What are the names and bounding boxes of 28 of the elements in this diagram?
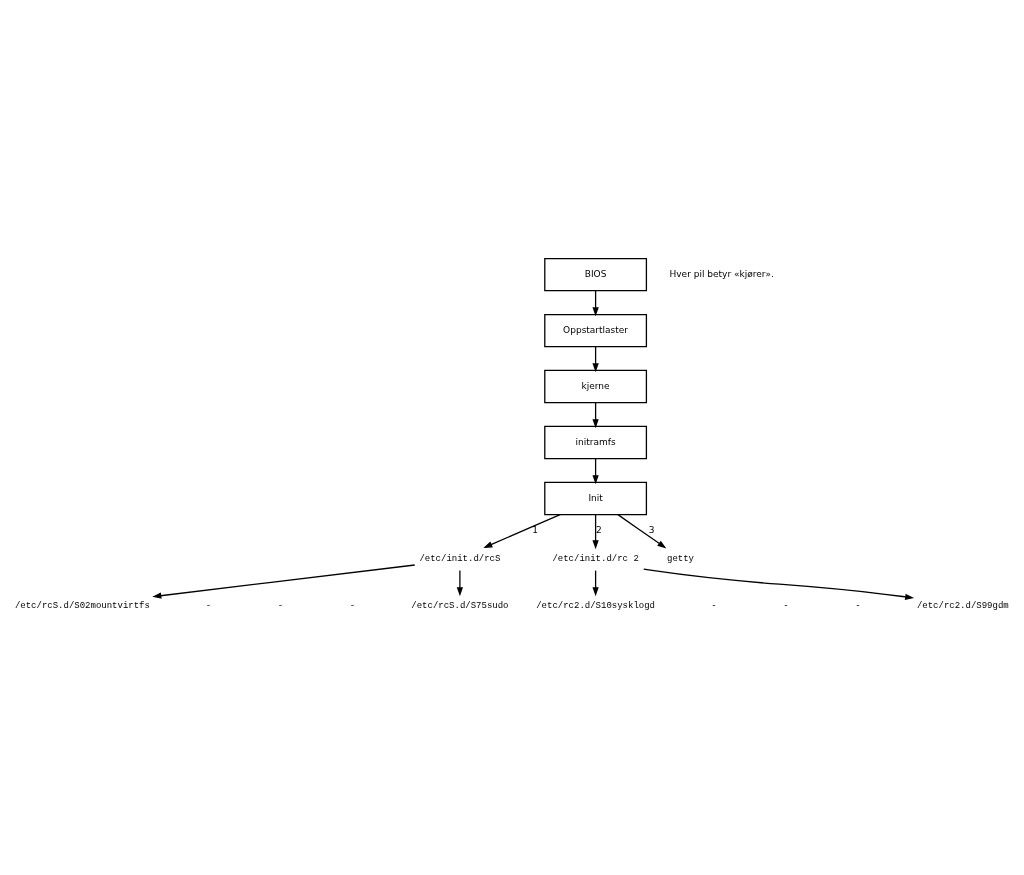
edge-label: 2: [595, 524, 602, 535]
node-box: BIOS: [544, 257, 648, 291]
node-text: /etc/init.d/rc 2: [552, 553, 639, 564]
node-text: getty: [666, 553, 694, 564]
label: -: [277, 600, 284, 611]
label: Hver pil betyr «kjører».: [669, 268, 774, 279]
arrow: [152, 563, 416, 599]
arrow: [456, 569, 464, 596]
node-text: /etc/rcS.d/S02mountvirtfs: [14, 600, 150, 611]
label: -: [783, 600, 789, 611]
arrow: [592, 513, 599, 549]
node-text: /etc/rcS.d/S75sudo: [411, 600, 509, 611]
node-text: /etc/rc2.d/S99gdm: [916, 600, 1009, 611]
label: -: [711, 600, 717, 611]
node-text: /etc/rc2.d/S10sysklogd: [536, 600, 656, 611]
label: -: [205, 600, 212, 611]
node-box: initramfs: [544, 425, 648, 459]
node-box: Init: [544, 481, 648, 515]
arrow: [643, 568, 915, 600]
edge-label: 1: [532, 524, 539, 535]
node-box: kjerne: [544, 369, 648, 403]
edge-label: 3: [648, 524, 655, 535]
arrow: [483, 513, 561, 548]
label: -: [349, 600, 356, 611]
arrow: [617, 513, 667, 548]
node-text: /etc/init.d/rcS: [419, 553, 501, 564]
label: -: [855, 600, 861, 611]
node-box: Oppstartlaster: [544, 313, 648, 347]
